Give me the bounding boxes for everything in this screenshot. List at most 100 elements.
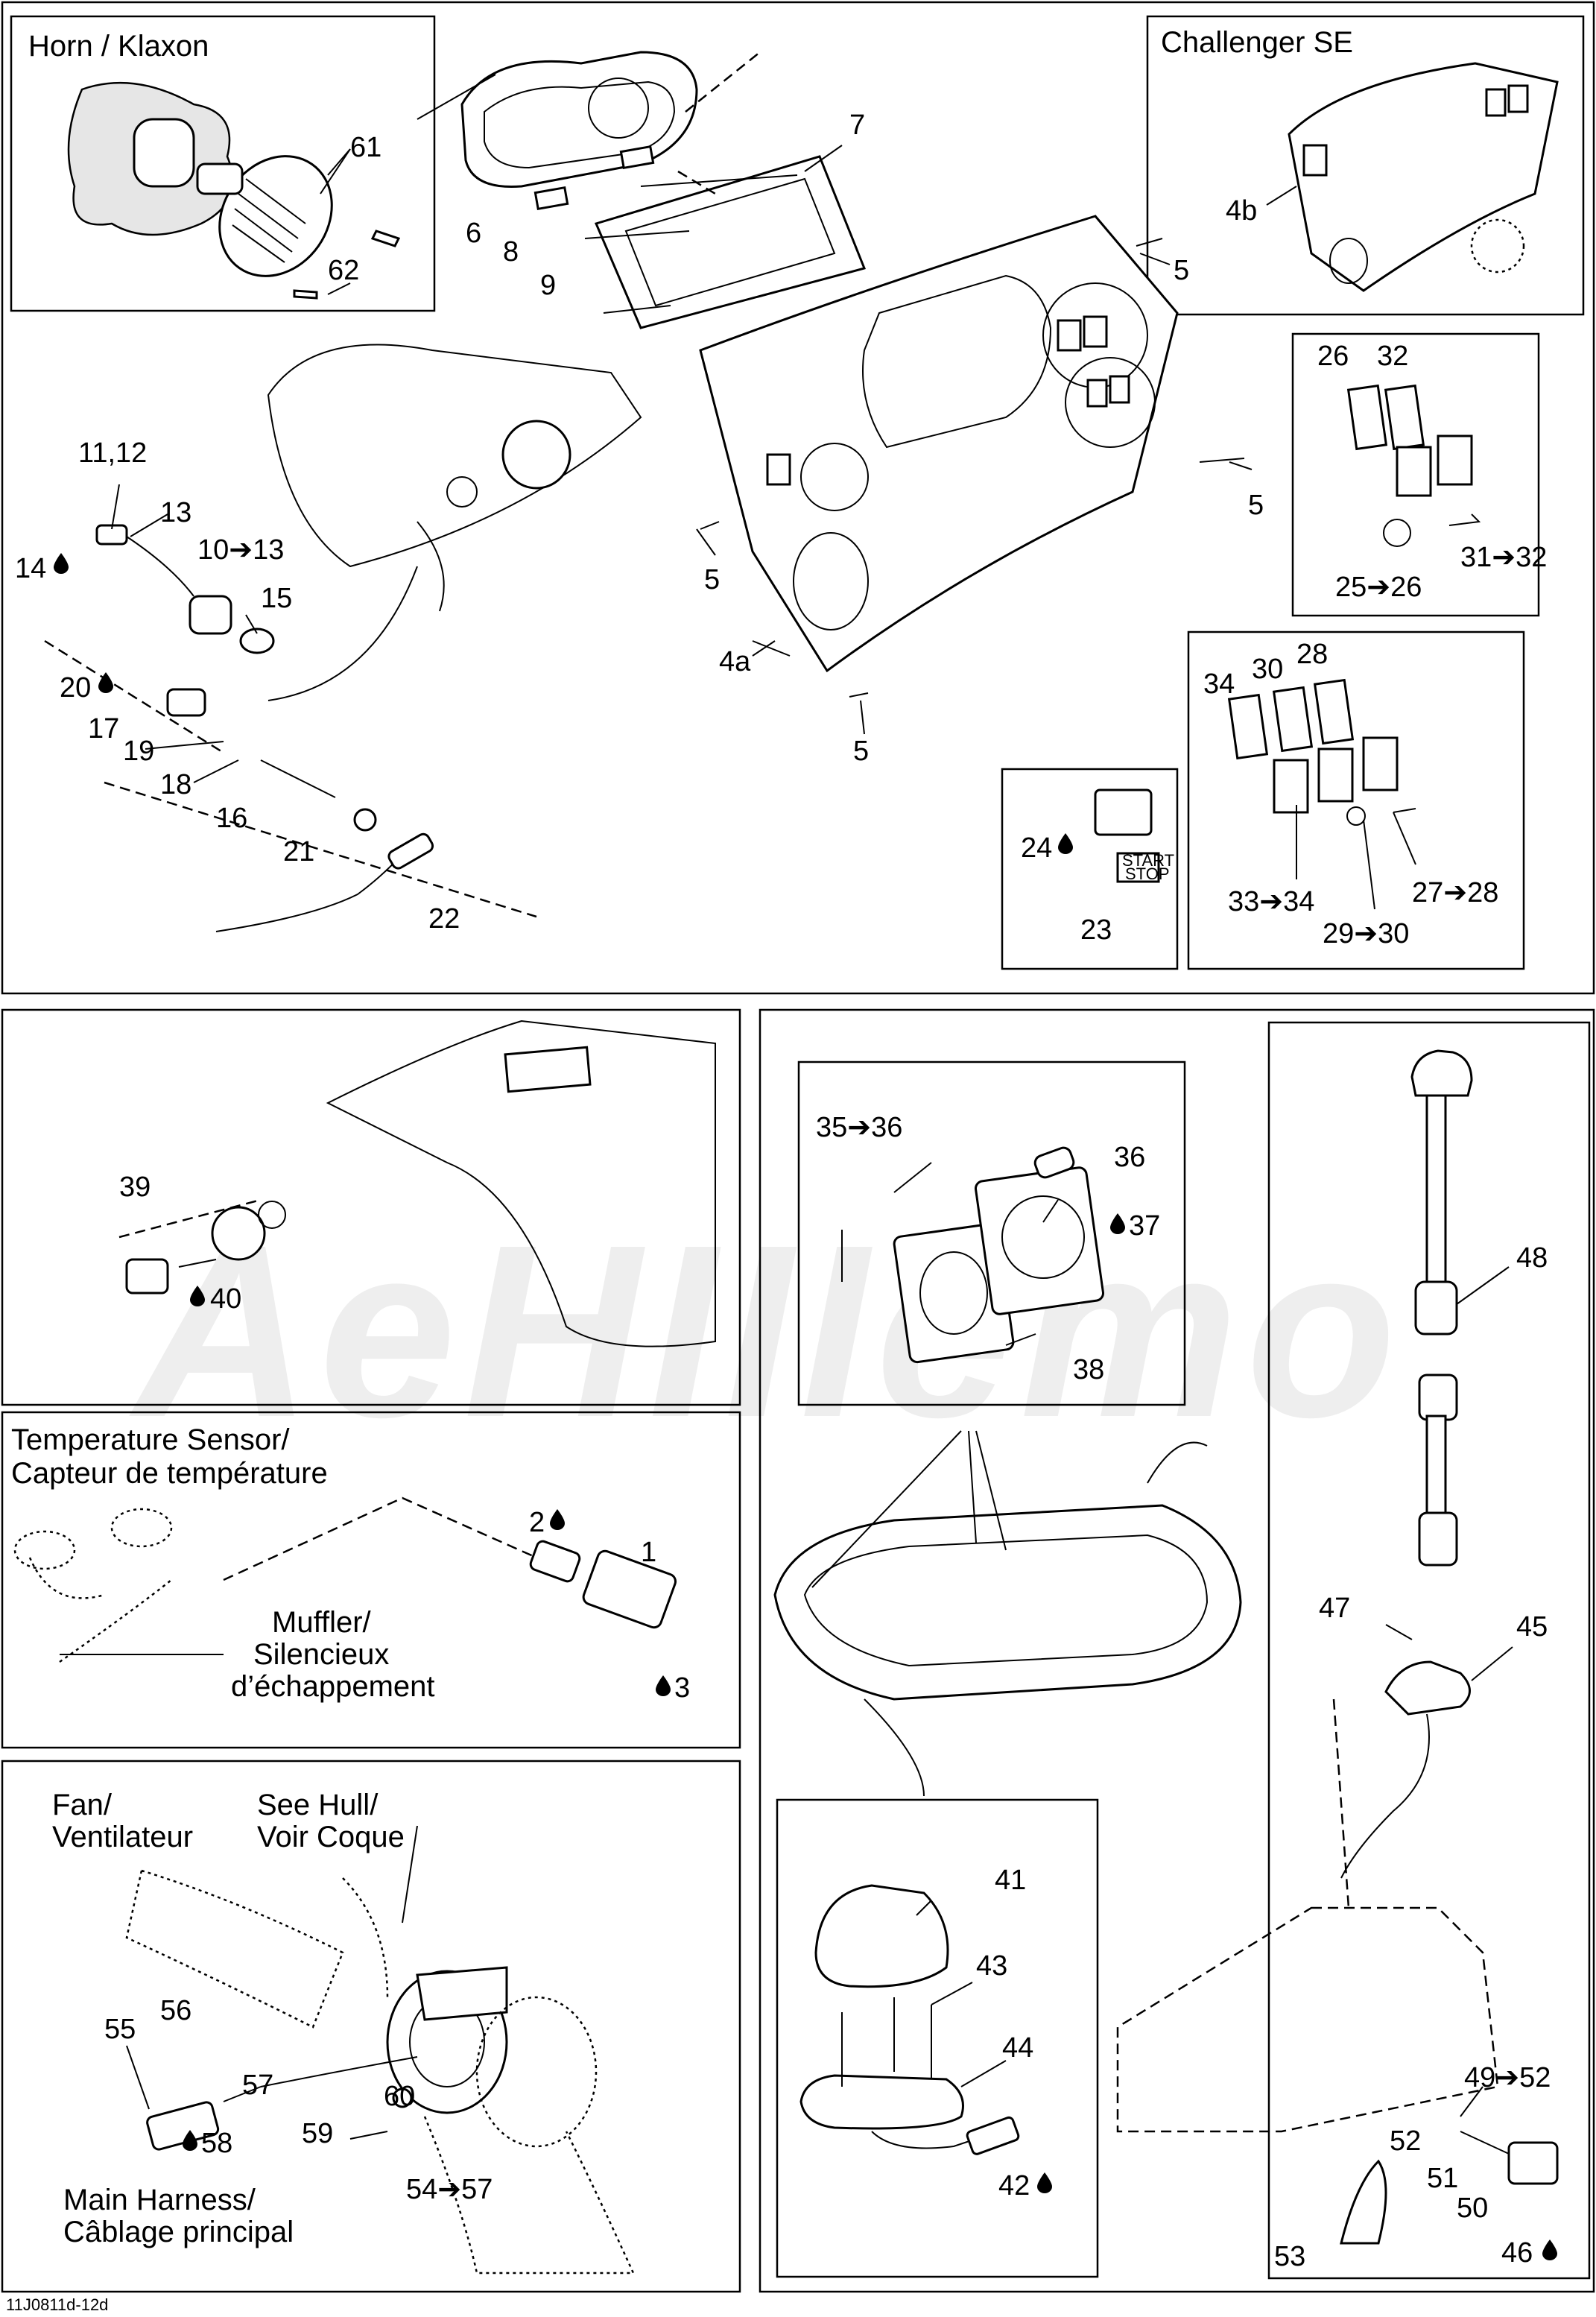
callout-47: 47 xyxy=(1319,1593,1350,1624)
callout-19: 19 xyxy=(123,736,154,767)
boat-top-view xyxy=(773,1430,1242,1797)
see-hull-1: See Hull/ xyxy=(257,1789,379,1821)
frame-switches-26-32 xyxy=(1291,332,1540,617)
callout-36: 36 xyxy=(1114,1142,1145,1173)
callout-51: 51 xyxy=(1427,2163,1458,2194)
callout-61: 61 xyxy=(350,132,381,163)
flag-pole-drawing xyxy=(1116,1049,1559,2245)
callout-49-52: 49➔52 xyxy=(1464,2062,1551,2093)
temp-sensor-title-1: Temperature Sensor/ xyxy=(11,1423,290,1456)
callout-7: 7 xyxy=(849,110,865,141)
callout-32: 32 xyxy=(1377,341,1408,372)
callout-46: 46 xyxy=(1501,2237,1533,2269)
callout-8: 8 xyxy=(503,236,519,268)
switch-pack-27-34 xyxy=(1227,678,1416,826)
lanyard-drawing xyxy=(44,524,537,932)
callout-39: 39 xyxy=(119,1172,151,1203)
callout-56: 56 xyxy=(160,1995,191,2026)
callout-34: 34 xyxy=(1203,668,1235,700)
callout-4b: 4b xyxy=(1226,195,1257,227)
callout-62: 62 xyxy=(328,255,359,286)
callout-5-d: 5 xyxy=(853,736,869,767)
frame-temp-sensor xyxy=(1,1411,741,1749)
frame-switches-27-34 xyxy=(1187,630,1525,970)
watermark: AeHIIIemo xyxy=(127,1193,1404,1468)
callout-35-36: 35➔36 xyxy=(816,1112,902,1143)
frame-flag-pole xyxy=(1267,1021,1591,2280)
callout-20: 20 xyxy=(60,672,91,704)
callout-37: 37 xyxy=(1129,1210,1160,1242)
callout-33-34: 33➔34 xyxy=(1228,886,1314,917)
frame-horn xyxy=(10,15,436,312)
callout-24: 24 xyxy=(1021,832,1052,864)
callout-26: 26 xyxy=(1317,341,1349,372)
horn-title: Horn / Klaxon xyxy=(28,30,209,63)
callout-5-a: 5 xyxy=(1174,255,1189,286)
callout-44: 44 xyxy=(1002,2032,1033,2064)
callout-30: 30 xyxy=(1252,654,1283,685)
callout-29-30: 29➔30 xyxy=(1323,918,1409,949)
callout-28: 28 xyxy=(1296,639,1328,670)
callout-1: 1 xyxy=(641,1537,656,1568)
callout-3: 3 xyxy=(674,1672,690,1704)
dashboard-panel-drawing xyxy=(699,215,1245,698)
callout-27-28: 27➔28 xyxy=(1412,877,1498,908)
callout-23: 23 xyxy=(1080,914,1112,946)
muffler-label-3: d’échappement xyxy=(231,1670,435,1703)
accessory-receptacle-drawing xyxy=(118,1020,716,1347)
callout-21: 21 xyxy=(283,836,314,867)
callout-15: 15 xyxy=(261,583,292,614)
challenger-drawing xyxy=(1288,62,1559,292)
courtesy-light-drawing xyxy=(799,1884,1020,2155)
challenger-title: Challenger SE xyxy=(1161,26,1353,59)
frame-challenger xyxy=(1146,15,1585,316)
callout-31-32: 31➔32 xyxy=(1460,542,1547,573)
callout-52: 52 xyxy=(1390,2125,1421,2157)
callout-60: 60 xyxy=(384,2081,415,2112)
muffler-label-2: Silencieux xyxy=(253,1638,389,1671)
muffler-label-1: Muffler/ xyxy=(272,1606,372,1639)
callout-43: 43 xyxy=(976,1950,1007,1982)
horn-drawing xyxy=(67,81,401,300)
callout-2: 2 xyxy=(529,1507,545,1538)
callout-5-c: 5 xyxy=(704,564,720,595)
stop-label: STOP xyxy=(1125,864,1170,883)
callout-42: 42 xyxy=(998,2170,1030,2201)
frame-left-middle xyxy=(1,1008,741,1406)
callout-41: 41 xyxy=(995,1865,1026,1896)
start-stop-module: START STOP xyxy=(1094,788,1174,883)
frame-gauge-panel xyxy=(797,1060,1186,1406)
temperature-sensor-drawing xyxy=(13,1496,677,1663)
callout-25-26: 25➔26 xyxy=(1335,572,1422,603)
console-drawing xyxy=(267,344,642,701)
callout-13-a: 13 xyxy=(160,497,191,528)
callout-40: 40 xyxy=(210,1283,241,1315)
callout-57: 57 xyxy=(242,2070,273,2101)
callout-38: 38 xyxy=(1073,1354,1104,1385)
start-label: START xyxy=(1122,851,1174,870)
callout-16: 16 xyxy=(216,803,247,834)
instrument-cluster-drawing xyxy=(460,51,867,329)
main-harness-2: Câblage principal xyxy=(63,2216,294,2248)
callout-14: 14 xyxy=(15,553,46,584)
see-hull-2: Voir Coque xyxy=(257,1821,405,1853)
callout-58: 58 xyxy=(201,2128,232,2159)
fan-title-1: Fan/ xyxy=(52,1789,113,1821)
callout-4a: 4a xyxy=(719,646,751,677)
fan-drawing xyxy=(125,1869,635,2275)
footer-code: 11J0811d-12d xyxy=(6,2295,108,2314)
fan-title-2: Ventilateur xyxy=(52,1821,193,1853)
gauge-parts-drawing xyxy=(841,1146,1105,1364)
callout-50: 50 xyxy=(1457,2193,1488,2224)
switch-pack-26-32 xyxy=(1346,384,1481,547)
main-harness-1: Main Harness/ xyxy=(63,2184,256,2216)
frame-start-stop xyxy=(1001,768,1179,970)
callout-11-12: 11,12 xyxy=(78,437,147,469)
callout-55: 55 xyxy=(104,2014,136,2045)
callout-48: 48 xyxy=(1516,1242,1548,1274)
callout-9: 9 xyxy=(540,270,556,301)
frame-right-bottom xyxy=(759,1008,1595,2293)
callout-53: 53 xyxy=(1274,2241,1305,2272)
leader-lines xyxy=(111,74,1513,2117)
